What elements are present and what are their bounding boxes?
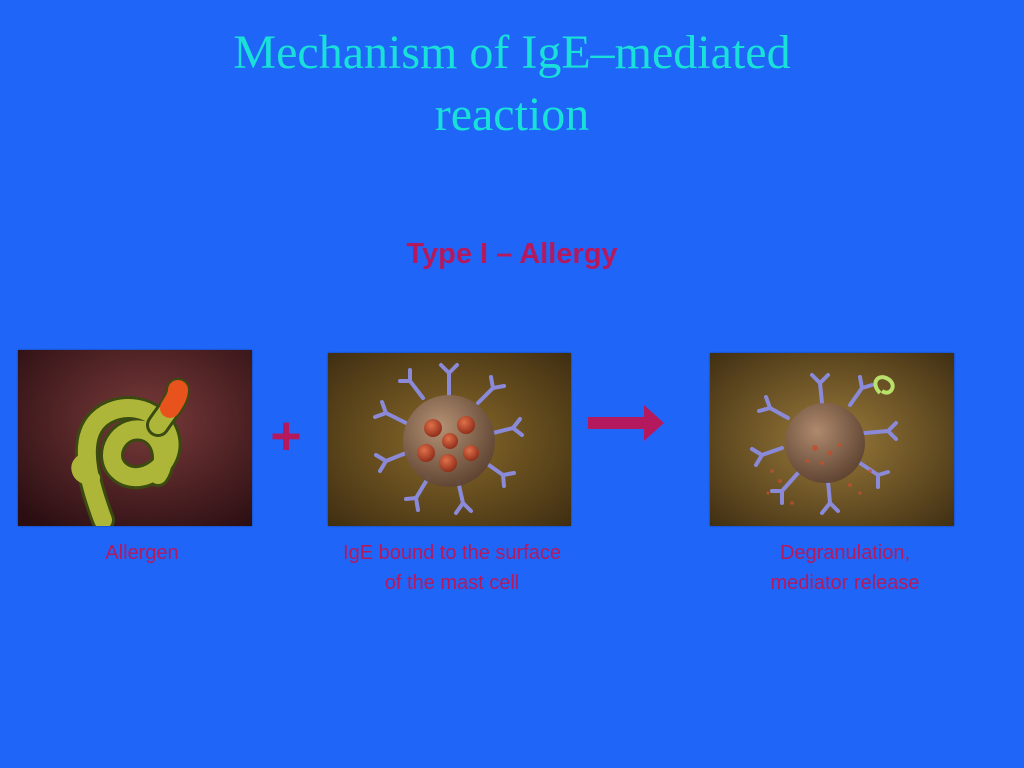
degranulation-caption: Degranulation, mediator release <box>720 538 970 598</box>
slide-title-line2: reaction <box>434 88 590 141</box>
ige-caption-line2: of the mast cell <box>384 572 520 594</box>
degranulation-image <box>710 353 954 526</box>
right-arrow-icon <box>588 405 664 441</box>
slide-title-line1: Mechanism of IgE–mediated <box>233 26 791 79</box>
slide-subtitle: Type I – Allergy <box>406 238 618 270</box>
mast-cell-image <box>328 353 571 526</box>
degranulation-caption-line2: mediator release <box>770 572 920 594</box>
allergen-image <box>18 350 252 526</box>
plus-icon: + <box>270 406 302 466</box>
allergen-caption-text: Allergen <box>105 542 179 564</box>
allergen-caption: Allergen <box>60 538 224 568</box>
slide-title: Mechanism of IgE–mediated reaction <box>0 22 1024 146</box>
ige-caption: IgE bound to the surface of the mast cel… <box>300 538 604 598</box>
degranulation-caption-line1: Degranulation, <box>779 542 911 564</box>
ige-caption-line1: IgE bound to the surface <box>343 542 561 564</box>
